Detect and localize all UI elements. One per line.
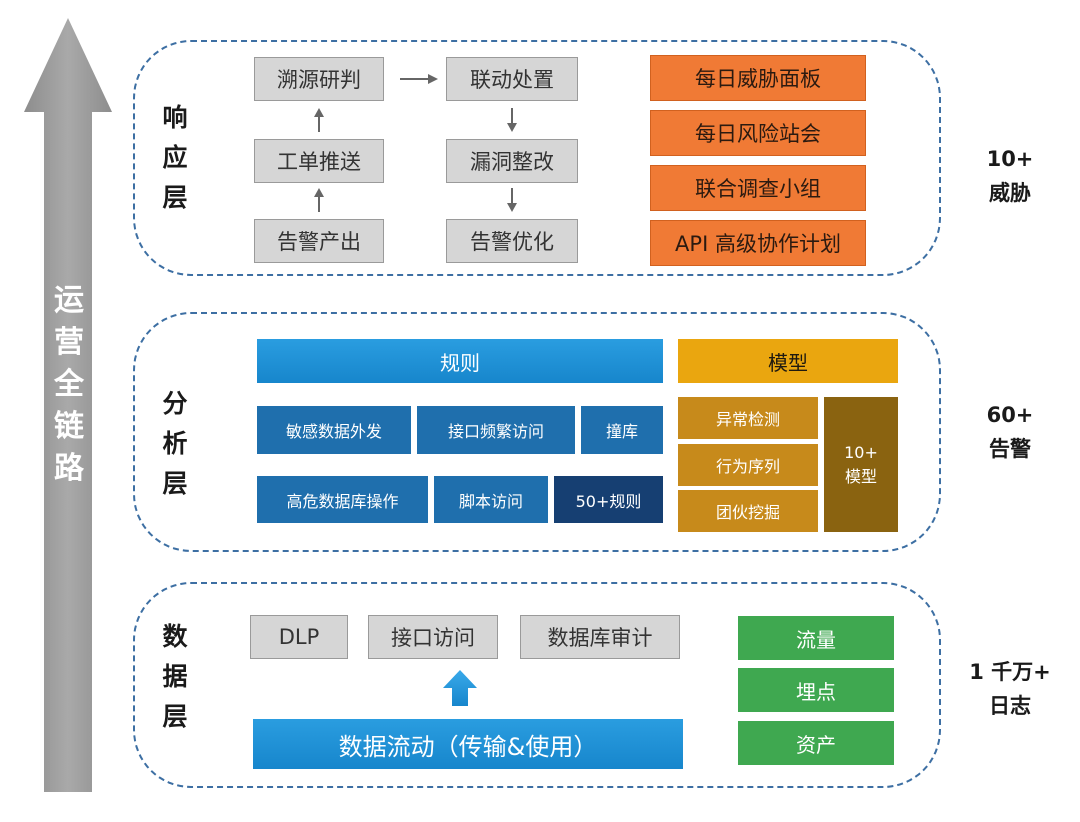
response-layer bbox=[133, 40, 941, 276]
pipeline-label: 运 营 全 链 路 bbox=[54, 283, 84, 486]
flow-linked-action: 联动处置 bbox=[446, 57, 578, 101]
rule-sensitive-data-exfil: 敏感数据外发 bbox=[257, 406, 411, 454]
data-layer bbox=[133, 582, 941, 788]
flow-vuln-fix: 漏洞整改 bbox=[446, 139, 578, 183]
action-api-collab-plan: API 高级协作计划 bbox=[650, 220, 866, 266]
source-db-audit: 数据库审计 bbox=[520, 615, 680, 659]
model-count: 10+ 模型 bbox=[824, 397, 898, 532]
pipeline-arrow bbox=[24, 18, 112, 792]
flow-ticket-push: 工单推送 bbox=[254, 139, 384, 183]
model-gang-mining: 团伙挖掘 bbox=[678, 490, 818, 532]
data-metric: 1 千万+ 日志 bbox=[969, 660, 1051, 718]
data-flow-bar: 数据流动（传输&使用） bbox=[253, 719, 683, 769]
extra-tracking: 埋点 bbox=[738, 668, 894, 712]
source-api-access: 接口访问 bbox=[368, 615, 498, 659]
upload-arrow-icon bbox=[443, 670, 477, 706]
model-anomaly-detection: 异常检测 bbox=[678, 397, 818, 439]
analysis-metric: 60+ 告警 bbox=[986, 403, 1034, 461]
response-layer-title: 响 应 层 bbox=[162, 103, 188, 212]
action-joint-investigation: 联合调查小组 bbox=[650, 165, 866, 211]
action-daily-risk-standup: 每日风险站会 bbox=[650, 110, 866, 156]
extra-assets: 资产 bbox=[738, 721, 894, 765]
response-metric: 10+ 威胁 bbox=[986, 147, 1034, 205]
analysis-layer bbox=[133, 312, 941, 552]
model-header: 模型 bbox=[678, 339, 898, 383]
rule-credential-stuffing: 撞库 bbox=[581, 406, 663, 454]
rule-high-risk-db-op: 高危数据库操作 bbox=[257, 476, 428, 523]
source-dlp: DLP bbox=[250, 615, 348, 659]
flow-source-analysis: 溯源研判 bbox=[254, 57, 384, 101]
model-behavior-sequence: 行为序列 bbox=[678, 444, 818, 486]
rule-frequent-api-access: 接口频繁访问 bbox=[417, 406, 575, 454]
rules-more: 50+规则 bbox=[554, 476, 663, 523]
data-layer-title: 数 据 层 bbox=[162, 622, 188, 731]
rule-script-access: 脚本访问 bbox=[434, 476, 548, 523]
rules-header: 规则 bbox=[257, 339, 663, 383]
flow-connectors bbox=[314, 74, 517, 212]
flow-alert-optimize: 告警优化 bbox=[446, 219, 578, 263]
flow-alert-output: 告警产出 bbox=[254, 219, 384, 263]
action-daily-threat-panel: 每日威胁面板 bbox=[650, 55, 866, 101]
extra-traffic: 流量 bbox=[738, 616, 894, 660]
analysis-layer-title: 分 析 层 bbox=[162, 389, 188, 498]
